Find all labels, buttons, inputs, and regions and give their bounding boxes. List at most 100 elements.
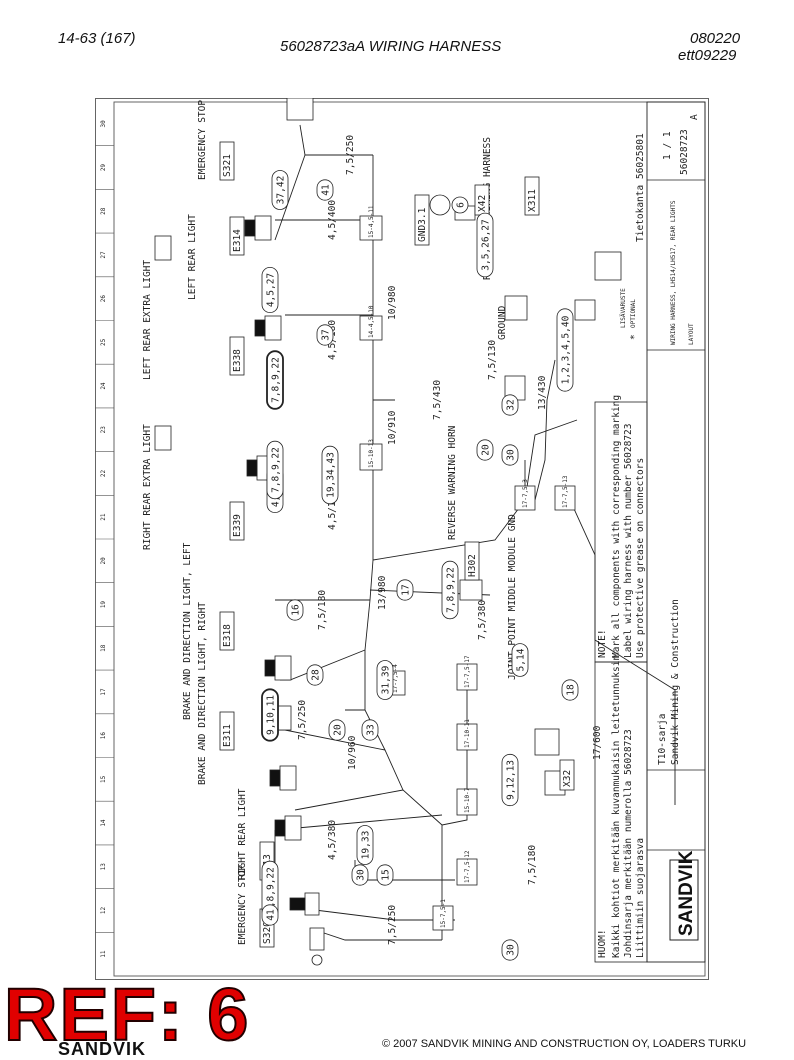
reference-bubble: 3,5,26,27 — [476, 212, 494, 278]
cable-label: 7,5/250 — [387, 905, 398, 945]
ref-watermark: REF: 6 — [3, 973, 251, 1056]
splice-label: 15-10-13 — [368, 439, 375, 468]
document-title: 56028723aA WIRING HARNESS — [280, 38, 502, 55]
splice-label: 17-7,5-13 — [562, 475, 569, 508]
e313-name: RIGHT REAR LIGHT — [237, 788, 248, 880]
reference-bubble: 5,14 — [511, 643, 529, 677]
series: T10-sarja — [657, 714, 668, 765]
e314-id: E314 — [232, 229, 243, 252]
x42-id: X42 — [477, 195, 488, 212]
notes-en-3: Use protective grease on connectors — [635, 458, 646, 658]
cable-label: 4,5/180 — [327, 490, 338, 530]
reference-bubble: 7,8,9,22 — [261, 860, 279, 920]
reference-bubble: 17 — [396, 579, 414, 601]
bubble-text: 9,10,11 — [266, 695, 277, 735]
bubble-text: 31,39 — [381, 665, 392, 694]
grid-number: 13 — [100, 863, 107, 871]
grid-number: 24 — [100, 382, 107, 390]
notes-en-title: NOTE! — [597, 629, 608, 658]
x311-id: X311 — [527, 189, 538, 212]
grid-number: 26 — [100, 295, 107, 303]
s320-name: EMERGENCY STOP — [237, 865, 248, 945]
notes-en-1: Mark all components with corresponding m… — [611, 395, 622, 658]
sandvik-logo: SANDVIK — [676, 850, 697, 936]
reference-bubble: 37,42 — [271, 170, 289, 210]
reference-bubble: 28 — [306, 664, 324, 686]
reference-bubble: 19,33 — [356, 825, 374, 865]
s321-name: EMERGENCY STOP — [197, 100, 208, 180]
notes-fi-1: Kaikki kohtiot merkitään kuvanmukaisin l… — [611, 655, 622, 958]
reference-bubble: 18 — [561, 679, 579, 701]
grid-number: 29 — [100, 164, 107, 172]
h302-name: REVERSE WARNING HORN — [447, 425, 458, 540]
cable-label: 10/960 — [347, 735, 358, 770]
grid-number: 16 — [100, 732, 107, 740]
bubble-text: 3,5,26,27 — [481, 219, 492, 270]
splice-label: 17-7,5-12 — [464, 850, 471, 883]
reference-bubble: 7,8,9,22 — [266, 440, 284, 500]
splice-label: 14-4,5-10 — [368, 305, 375, 338]
notes-fi-2: Johdinsarja merkitään numerolla 56028723 — [623, 729, 634, 958]
bubble-text: 7,8,9,22 — [446, 567, 457, 613]
reference-bubble: 41 — [261, 904, 279, 926]
drawing-rev: A — [689, 114, 700, 120]
bubble-text: 20 — [333, 724, 344, 736]
cable-label: 7,5/250 — [345, 135, 356, 175]
company: Sandvik Mining & Construction — [670, 599, 681, 765]
bubble-text: 16 — [291, 604, 302, 616]
optional-fi: LISÄVARUSTE — [620, 288, 627, 328]
reference-bubble: 15 — [376, 864, 394, 886]
splice-label: 17-10-11 — [464, 719, 471, 748]
grid-number: 20 — [100, 557, 107, 565]
grid-number: 11 — [100, 950, 107, 958]
reference-bubble: 41 — [316, 179, 334, 201]
document-date: 080220 — [690, 30, 741, 47]
x32-name: JOINT POINT MIDDLE MODULE GND — [507, 514, 518, 680]
cable-label: 7,5/430 — [432, 380, 443, 420]
s321-id: S321 — [222, 154, 233, 177]
layout-label: LAYOUT — [688, 323, 695, 345]
h302-id: H302 — [467, 554, 478, 577]
grid-number: 23 — [100, 426, 107, 434]
reference-bubble: 33 — [361, 719, 379, 741]
page-number: 14-63 (167) — [58, 30, 136, 47]
e339-id: E339 — [232, 514, 243, 537]
cable-label: 10/910 — [387, 410, 398, 445]
grid-number: 30 — [100, 120, 107, 128]
reference-bubble: 20 — [328, 719, 346, 741]
reference-bubble: 1,2,3,4,5,40 — [556, 308, 574, 392]
e338-id: E338 — [232, 349, 243, 372]
drawing-number: 56028723 — [679, 129, 690, 175]
reference-bubble: 19,34,43 — [321, 445, 339, 505]
cable-label: 10/980 — [387, 285, 398, 320]
grid-number: 27 — [100, 251, 107, 259]
reference-bubble: 30 — [501, 444, 519, 466]
splice-label: 17-7,5-4 — [392, 664, 399, 693]
bubble-text: 30 — [506, 449, 517, 461]
cable-label: 13/980 — [377, 575, 388, 610]
bubble-group: 4137,424,5,277,8,9,223763,5,26,271,2,3,4… — [261, 170, 579, 961]
reference-bubble: 9,10,11 — [261, 688, 279, 742]
bubble-text: 4,5,27 — [266, 273, 277, 307]
bubble-text: 17 — [401, 584, 412, 595]
gnd-id: GND3.1 — [417, 207, 428, 242]
bubble-text: 30 — [506, 944, 517, 956]
cable-label: 7,5/130 — [487, 340, 498, 380]
optional-star: * — [629, 334, 640, 340]
drawing-content: 15-7,5-1 17-7,5-12 15-10-7 17-10-11 17-7… — [142, 97, 706, 966]
cable-label: 7,5/250 — [297, 700, 308, 740]
reference-bubble: 9,12,13 — [501, 753, 519, 807]
bubble-text: 18 — [566, 684, 577, 696]
tietokanta: Tietokanta 56025801 — [635, 133, 646, 242]
reference-bubble: 7,8,9,22 — [441, 560, 459, 620]
splice-group: 15-7,5-1 17-7,5-12 15-10-7 17-10-11 17-7… — [359, 205, 576, 931]
bubble-text: 5,14 — [516, 648, 527, 671]
bubble-text: 37,42 — [276, 176, 287, 205]
reference-bubble: 37 — [316, 324, 334, 346]
document-code: ett09229 — [678, 47, 737, 64]
cable-label: 7,5/180 — [527, 845, 538, 885]
splice-label: 17-7,5-3 — [522, 479, 529, 508]
reference-bubble: 4,5,27 — [261, 266, 279, 313]
notes-fi-3: Liittimiin suojarasva — [635, 838, 646, 958]
